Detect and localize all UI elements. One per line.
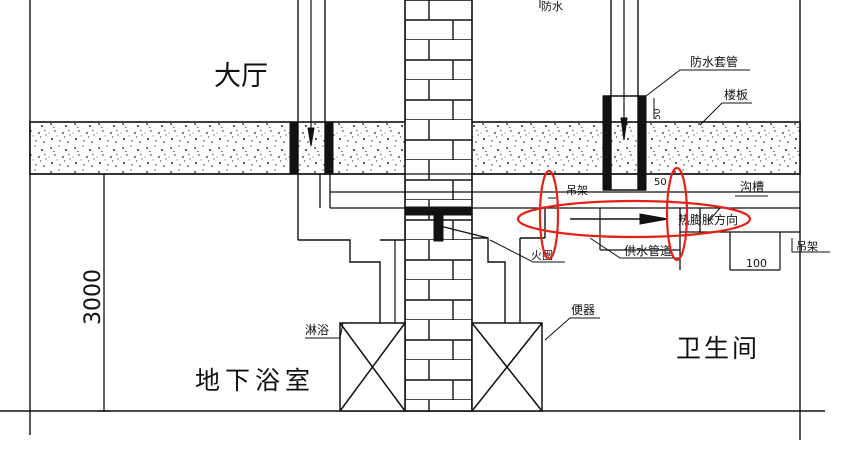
red-highlight-marks bbox=[516, 166, 752, 262]
height-dimension-line bbox=[98, 174, 110, 412]
offset-dimension-line bbox=[730, 232, 781, 271]
leader-lines bbox=[305, 0, 830, 341]
brick-wall bbox=[404, 0, 473, 412]
label-hanger-right: 吊架 bbox=[796, 240, 818, 253]
label-expansion-direction: 热膨胀方向 bbox=[678, 212, 738, 227]
shower-fixture bbox=[339, 322, 406, 412]
room-washroom: 卫生间 bbox=[676, 334, 760, 363]
room-basement-bath: 地下浴室 bbox=[195, 366, 315, 395]
highlight-right-hanger bbox=[665, 166, 689, 262]
label-floor-slab: 楼板 bbox=[724, 87, 748, 102]
right-sleeve-pipe bbox=[602, 0, 647, 191]
label-sleeve-bottom: 50 bbox=[654, 177, 667, 188]
height-dimension: 3000 bbox=[81, 269, 106, 325]
label-toilet: 便器 bbox=[571, 303, 595, 317]
label-top-cut: 防水 bbox=[541, 0, 563, 13]
label-waterproof-sleeve: 防水套管 bbox=[690, 54, 738, 69]
label-water-pipe: 供水管道 bbox=[624, 243, 672, 258]
toilet-fixture bbox=[471, 322, 543, 412]
room-hall: 大厅 bbox=[214, 61, 268, 92]
highlight-expansion bbox=[516, 199, 752, 239]
label-fire-stop: 火圈 bbox=[531, 249, 553, 262]
label-hanger-left: 吊架 bbox=[566, 184, 588, 197]
left-drain-pipe bbox=[289, 0, 405, 323]
label-trench: 沟槽 bbox=[740, 180, 764, 194]
supply-pipe-and-fire-stop bbox=[404, 206, 680, 323]
highlight-left-hanger bbox=[538, 169, 560, 261]
label-shower: 淋浴 bbox=[305, 323, 329, 337]
label-sleeve-side: 50 bbox=[653, 108, 663, 120]
offset-dimension: 100 bbox=[746, 257, 767, 270]
